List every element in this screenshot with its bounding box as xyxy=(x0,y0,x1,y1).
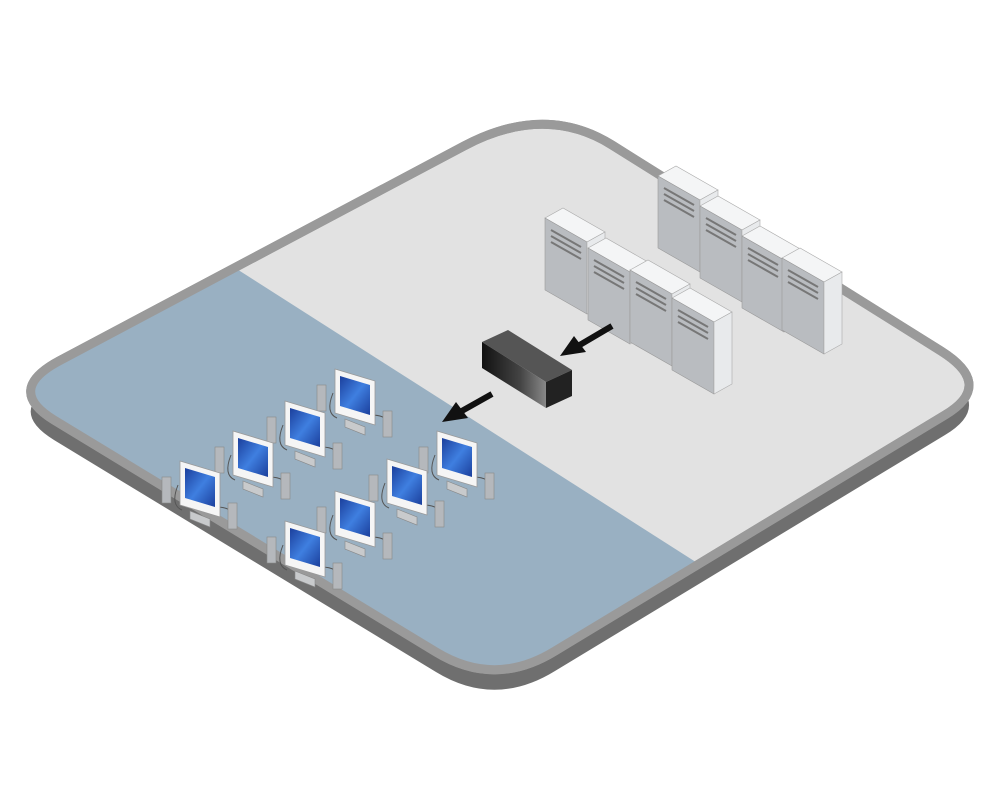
speaker-left xyxy=(316,384,327,412)
speaker-left xyxy=(266,536,277,564)
workstation xyxy=(418,430,495,500)
server-tower xyxy=(781,247,843,355)
monitor-screen xyxy=(290,528,320,567)
speaker-right xyxy=(382,532,393,560)
speaker-right xyxy=(332,442,343,470)
speaker-right xyxy=(332,562,343,590)
platform xyxy=(26,119,974,690)
monitor-screen xyxy=(238,438,268,477)
speaker-right xyxy=(434,500,445,528)
monitor-screen xyxy=(340,498,370,537)
kvm-switch xyxy=(482,330,572,408)
speaker-right xyxy=(484,472,495,500)
speaker-left xyxy=(266,416,277,444)
server-rack-group xyxy=(544,165,843,395)
speaker-left xyxy=(316,506,327,534)
workstation xyxy=(368,458,445,528)
speaker-right xyxy=(280,472,291,500)
monitor-screen xyxy=(340,376,370,415)
monitor-screen xyxy=(185,468,215,507)
monitor-screen xyxy=(442,438,472,477)
server-tower xyxy=(741,225,803,333)
workstation xyxy=(266,400,343,470)
server-tower xyxy=(671,287,733,395)
monitor-screen xyxy=(290,408,320,447)
workstation xyxy=(266,520,343,590)
arrow-servers-to-switch xyxy=(560,323,614,356)
workstation-group xyxy=(161,368,495,590)
speaker-left xyxy=(368,474,379,502)
monitor-screen xyxy=(392,466,422,505)
workstation xyxy=(316,490,393,560)
arrow-switch-to-clients xyxy=(442,391,494,422)
workstation xyxy=(214,430,291,500)
speaker-right xyxy=(227,502,238,530)
speaker-left xyxy=(161,476,172,504)
speaker-right xyxy=(382,410,393,438)
workstation xyxy=(316,368,393,438)
workstation xyxy=(161,460,238,530)
speaker-left xyxy=(214,446,225,474)
